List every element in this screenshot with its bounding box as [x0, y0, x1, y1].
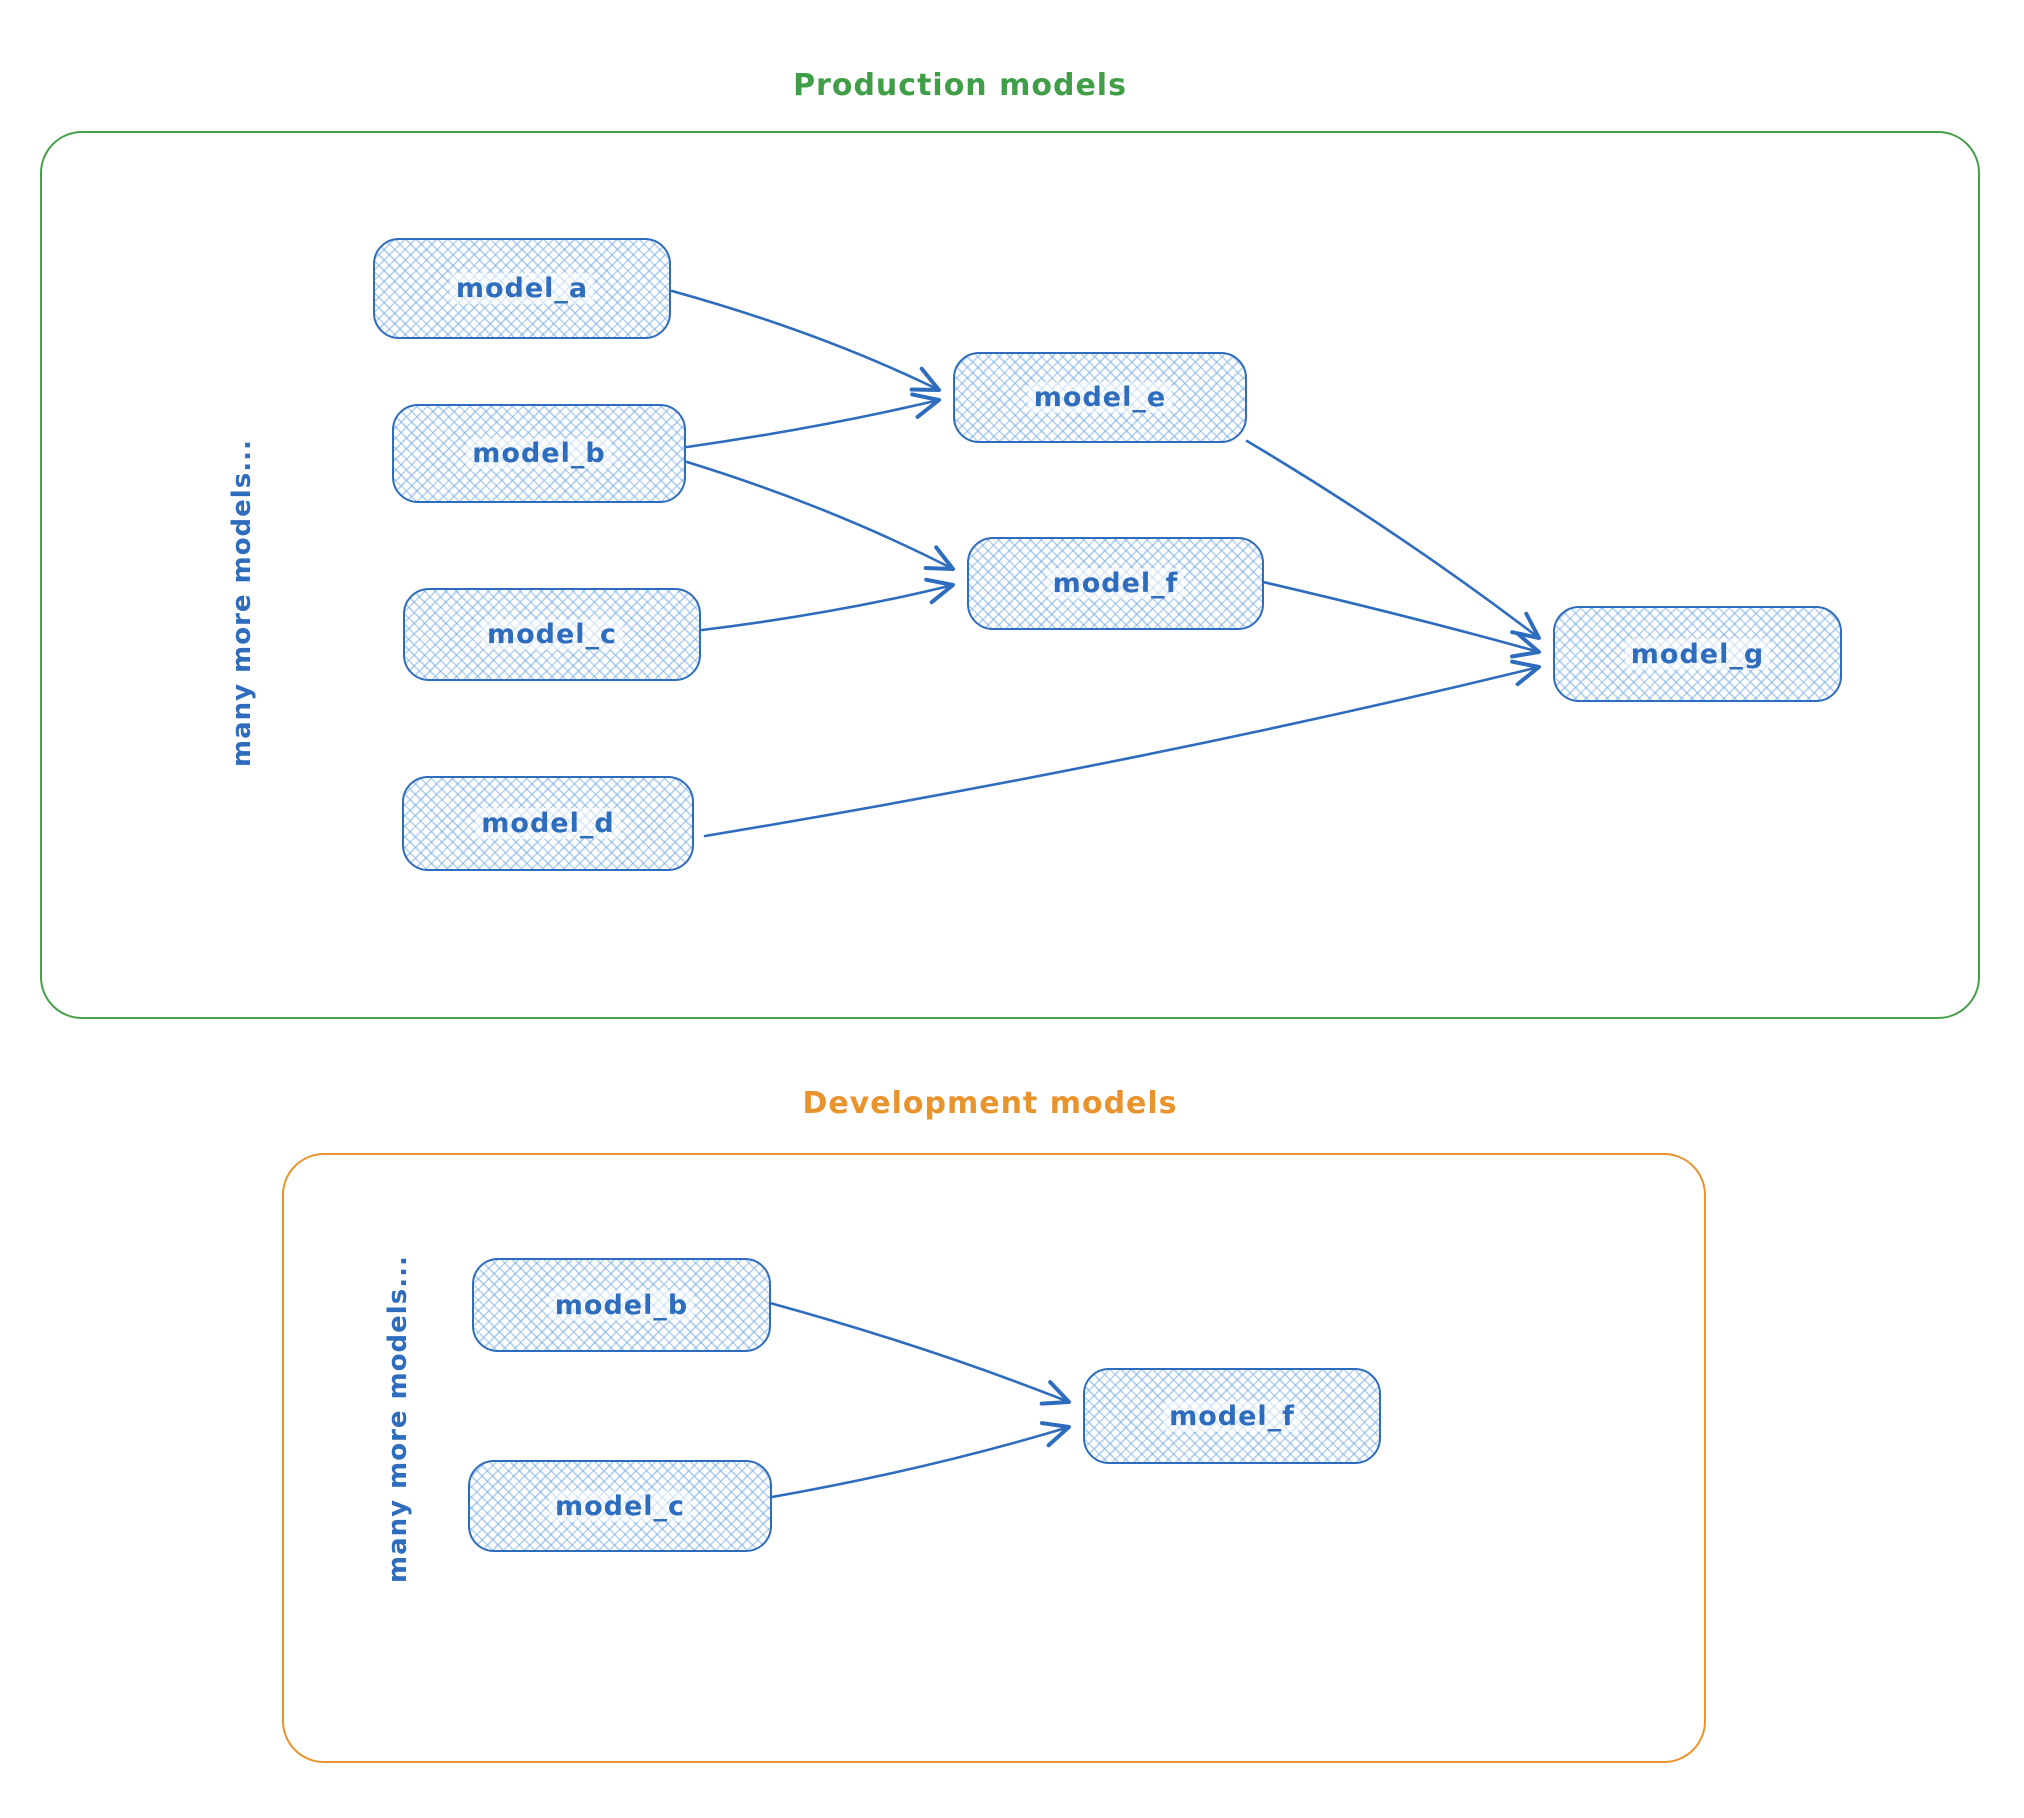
node-label: model_d [475, 808, 621, 839]
node-label: model_f [1046, 568, 1185, 599]
node-production-model-a[interactable]: model_a [373, 238, 671, 339]
node-development-model-c[interactable]: model_c [468, 1460, 772, 1552]
node-label: model_a [449, 273, 595, 304]
node-label: model_g [1624, 638, 1771, 670]
node-label: model_c [548, 1490, 692, 1522]
node-production-model-e[interactable]: model_e [953, 352, 1247, 443]
development-frame [282, 1153, 1706, 1763]
production-side-label: many more models... [227, 439, 257, 767]
node-production-model-b[interactable]: model_b [392, 404, 686, 503]
production-title: Production models [793, 68, 1127, 103]
node-development-model-f[interactable]: model_f [1083, 1368, 1381, 1464]
development-side-label: many more models... [383, 1255, 413, 1583]
node-label: model_e [1027, 382, 1173, 413]
node-development-model-b[interactable]: model_b [472, 1258, 771, 1352]
node-production-model-g[interactable]: model_g [1553, 606, 1842, 702]
node-label: model_c [480, 619, 624, 650]
node-label: model_f [1163, 1400, 1301, 1432]
node-production-model-d[interactable]: model_d [402, 776, 694, 871]
node-label: model_b [548, 1289, 695, 1321]
node-production-model-f[interactable]: model_f [967, 537, 1264, 630]
production-frame [40, 131, 1980, 1019]
development-title: Development models [802, 1086, 1178, 1121]
node-production-model-c[interactable]: model_c [403, 588, 701, 681]
node-label: model_b [466, 438, 612, 469]
